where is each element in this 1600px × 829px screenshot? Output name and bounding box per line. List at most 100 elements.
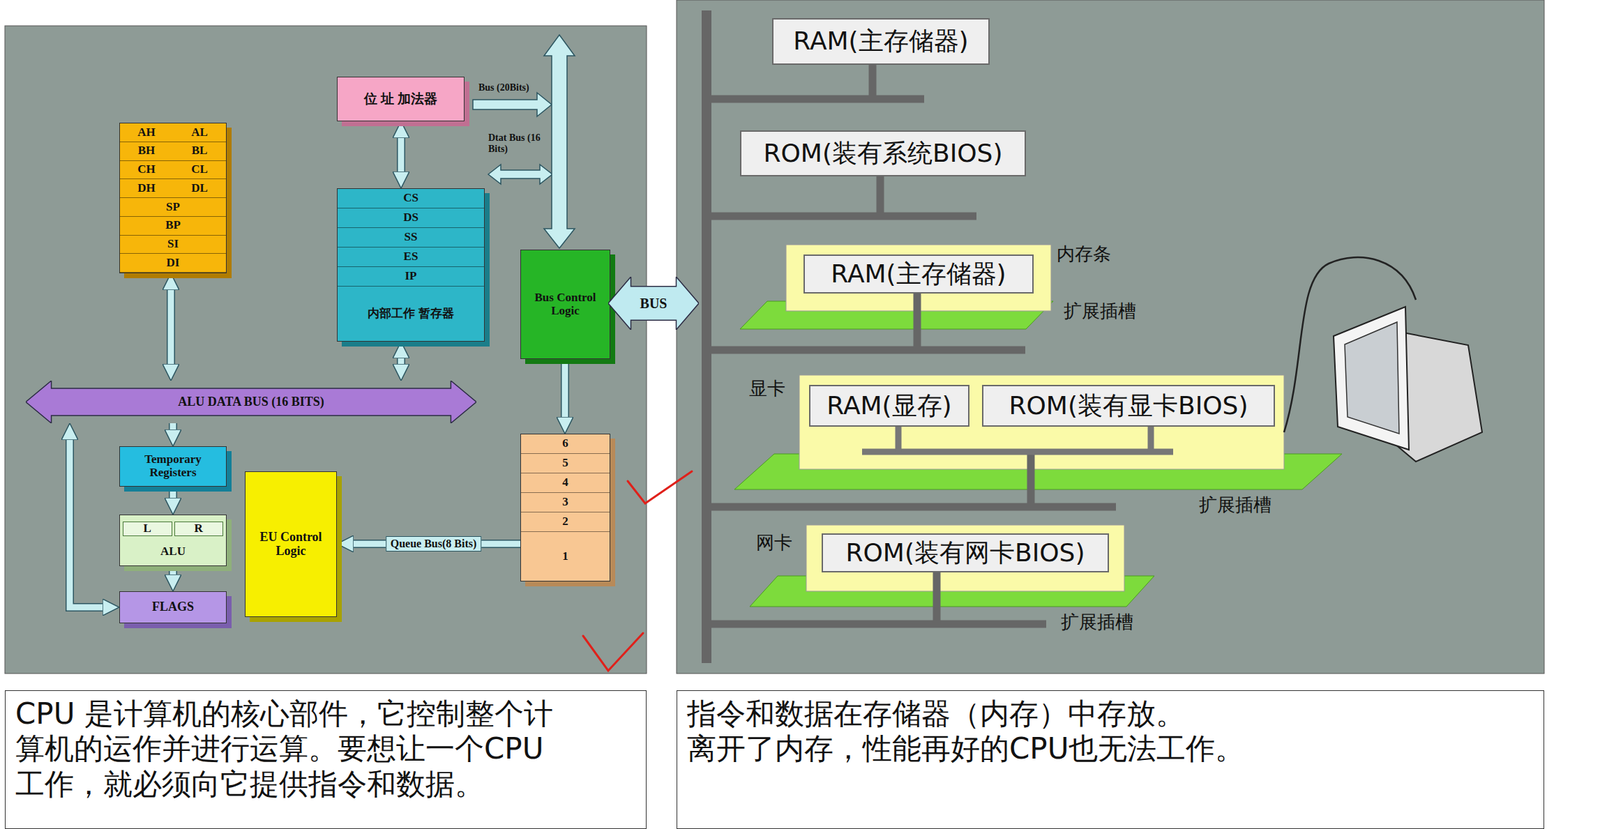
node-text: 6 (521, 434, 610, 455)
connector-outline (168, 566, 178, 582)
node-text: DS (337, 208, 485, 229)
bus-connector (69, 433, 110, 608)
node-text: Bus Control Logic (521, 291, 610, 318)
node-text: ROM(装有显卡BIOS) (1008, 389, 1248, 424)
node-text: DH (119, 179, 173, 199)
connector-outline (168, 486, 178, 505)
instruction-queue: 654321 (520, 433, 611, 582)
connector-outline (69, 433, 110, 608)
bus-line (706, 95, 925, 104)
node-text: BL (172, 142, 226, 162)
bus-line (869, 62, 877, 100)
segment-register-block: CSDSSSESIP内部工作 暂存器 (336, 188, 485, 342)
connector-outline (168, 423, 178, 437)
bus-connector (172, 566, 174, 582)
bus-arrow: BUS (608, 276, 699, 330)
bus-line (706, 346, 1026, 355)
connector-line (562, 359, 569, 425)
bus-line (933, 570, 941, 625)
node-text: RAM(主存储器) (830, 257, 1006, 292)
bus-connector (170, 283, 172, 372)
network-card (806, 525, 1125, 592)
check-mark (627, 471, 692, 504)
eu-control-logic: EU Control Logic (244, 471, 337, 618)
node-text: 4 (521, 473, 610, 494)
slot-label: 扩展插槽 (1060, 612, 1134, 634)
node-text: SI (119, 235, 226, 255)
connector-line (168, 283, 175, 372)
bus-line (1027, 451, 1036, 508)
bus-width-label: Bus (20Bits) (478, 82, 530, 94)
node-text: 离开了内存，性能再好的CPU也无法工作。 (687, 731, 1534, 767)
connector-line (398, 351, 405, 372)
caption-box: 指令和数据在存储器（内存）中存放。离开了内存，性能再好的CPU也无法工作。 (676, 690, 1545, 829)
node-text: RAM(显存) (826, 389, 952, 424)
connector-outline (560, 359, 570, 425)
memory-card: 内存条RAM(主存储器) (786, 244, 1052, 312)
card-heading: 内存条 (1056, 242, 1112, 267)
connector-outline (346, 539, 521, 549)
node-text: FLAGS (152, 600, 194, 615)
bus-control-logic: Bus Control Logic (520, 249, 611, 360)
bus-line (862, 449, 1174, 456)
connector-line (170, 566, 177, 582)
flags-register: FLAGS (119, 591, 227, 624)
node-text: BP (119, 216, 226, 236)
node-text: EU Control Logic (245, 530, 337, 559)
system-bus-bar (701, 10, 712, 664)
memory-box: RAM(主存储器) (803, 254, 1034, 294)
node-text: R (174, 521, 224, 537)
address-adder: 位 址 加法器 (336, 76, 465, 122)
bus-stubs (706, 291, 1116, 625)
bus-line (895, 425, 902, 452)
memory-box: RAM(主存储器) (772, 18, 990, 65)
network-card: 网卡ROM(装有网卡BIOS) (806, 525, 1125, 592)
connector-outline (166, 283, 176, 372)
node-text: CS (337, 189, 485, 209)
temporary-registers: Temporary Registers (119, 446, 227, 487)
card-heading: 显卡 (749, 376, 786, 402)
card-bus (862, 425, 1174, 452)
bus-width-label: Dtat Bus (16 Bits) (488, 132, 553, 155)
node-text: BH (119, 142, 173, 162)
slot-label: 扩展插槽 (1063, 301, 1137, 323)
bus-line (706, 212, 977, 221)
arrow-outline (608, 276, 699, 330)
memory-box: RAM(显存) (809, 385, 970, 427)
bus-line (876, 174, 885, 217)
video-card (799, 375, 1285, 470)
connector-line (170, 486, 177, 505)
connector-outline (396, 131, 406, 179)
alu-data-bus: ALU DATA BUS (16 BITS) (25, 380, 477, 424)
node-text: 3 (521, 493, 610, 513)
connector-outline (396, 351, 406, 372)
rom-box: ROM(装有系统BIOS) (740, 130, 1026, 177)
node-text: RAM(主存储器) (793, 24, 969, 59)
data-bus-arrow (488, 164, 553, 185)
alu-unit: LRALU (119, 514, 227, 567)
card-heading: 网卡 (756, 530, 793, 556)
bus-line (706, 503, 1116, 512)
bus-line (913, 291, 922, 351)
bus-line (1148, 425, 1155, 452)
connector-line (69, 433, 110, 608)
node-text: SS (337, 228, 485, 248)
bus-connector (401, 131, 402, 179)
monitor-bezel (1333, 306, 1409, 450)
node-text: 2 (521, 512, 610, 533)
node-text: SP (119, 198, 226, 217)
node-text: CH (119, 161, 173, 180)
external-bus-arrow (544, 34, 575, 249)
node-text: ALU DATA BUS (16 BITS) (177, 395, 324, 410)
video-card: 显卡RAM(显存)ROM(装有显卡BIOS) (799, 375, 1285, 470)
node-text: BUS (640, 295, 668, 312)
node-text: 1 (521, 532, 610, 581)
monitor-screen (1344, 322, 1400, 434)
bus-line (706, 620, 1047, 629)
connector-line (398, 131, 405, 179)
node-text: CL (172, 161, 226, 180)
monitor-icon (1333, 306, 1483, 462)
rom-box: ROM(装有显卡BIOS) (982, 385, 1275, 427)
node-text: ROM(装有系统BIOS) (763, 136, 1003, 171)
bus-label: Queue Bus(8 Bits) (385, 536, 482, 552)
